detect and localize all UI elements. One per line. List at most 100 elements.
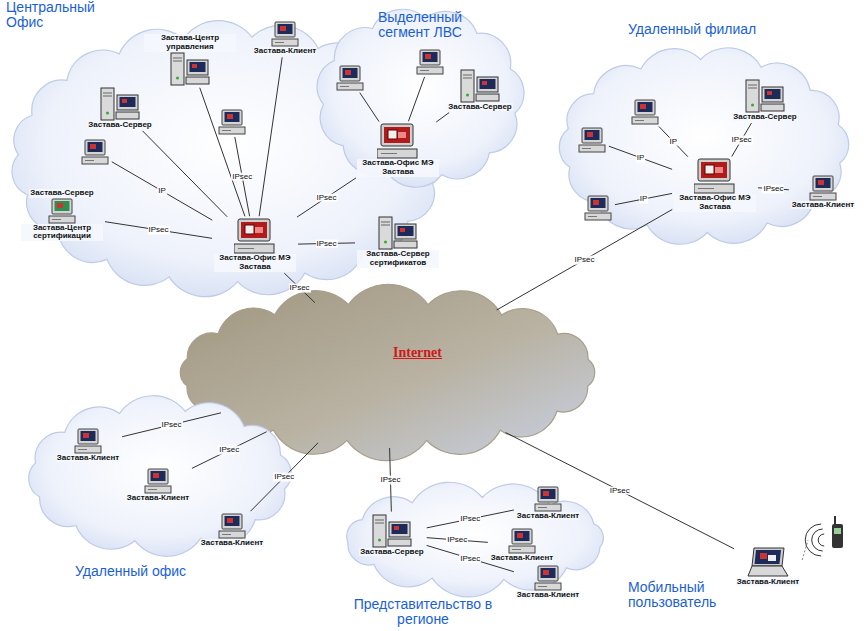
computer-label: Застава-Клиент bbox=[516, 591, 580, 600]
mobile-phone bbox=[832, 516, 843, 548]
protocol-label: IPsec bbox=[609, 486, 631, 495]
workstation-icon bbox=[337, 66, 363, 90]
computer-node: Застава-Офис МЭ Застава bbox=[674, 158, 756, 212]
protocol-label: IPsec bbox=[762, 184, 784, 193]
protocol-label: IPsec bbox=[231, 172, 253, 181]
pc-icon bbox=[270, 21, 300, 47]
computer-label: Застава-Клиент bbox=[490, 554, 554, 563]
region-title: Удаленный офис bbox=[75, 564, 255, 579]
computer-label: Застава-Клиент bbox=[56, 454, 120, 463]
workstation-icon bbox=[417, 50, 443, 74]
workstation-icon bbox=[632, 100, 658, 124]
region-title: Центральный Офис bbox=[6, 0, 116, 31]
computer-label: Застава-Клиент bbox=[253, 47, 317, 56]
computer-node: Застава-Клиент bbox=[736, 546, 800, 587]
cloud-shape bbox=[317, 9, 524, 187]
computer-node: Застава-Сервер bbox=[87, 87, 152, 130]
computer-node: Застава-Клиент bbox=[516, 486, 580, 521]
hub-icon bbox=[377, 123, 419, 159]
protocol-label: IP bbox=[639, 195, 649, 204]
computer-node: Застава-Клиент bbox=[56, 428, 120, 463]
protocol-label: IPsec bbox=[315, 193, 337, 202]
computer-label: Застава-Клиент bbox=[516, 512, 580, 521]
computer-label: Застава-Клиент bbox=[791, 201, 855, 210]
cert-icon bbox=[47, 198, 77, 224]
server-icon bbox=[745, 79, 785, 113]
computer-label: Застава-Офис МЭ Застава bbox=[674, 194, 756, 212]
computer-label: Застава-Офис МЭ Застава bbox=[214, 254, 296, 272]
region-title: Представительство в регионе bbox=[338, 597, 508, 628]
workstation-icon bbox=[579, 128, 605, 152]
protocol-label: IPsec bbox=[731, 135, 753, 144]
pc-icon bbox=[533, 486, 563, 512]
pc-icon bbox=[217, 513, 247, 539]
pc-icon bbox=[533, 565, 563, 591]
computer-node: Застава-Сервер bbox=[359, 514, 424, 557]
computer-node: Застава-Офис МЭ Застава bbox=[357, 123, 439, 177]
computer-label: Застава-Сервер bbox=[87, 121, 152, 130]
radio-link bbox=[802, 540, 808, 560]
computer-label: Застава-Клиент bbox=[200, 539, 264, 548]
protocol-label: IPsec bbox=[147, 226, 169, 235]
region-title: Выделенный сегмент ЛВС bbox=[355, 10, 485, 41]
cloud-shape bbox=[29, 396, 291, 557]
computer-node: Застава-Центр управления bbox=[144, 34, 236, 86]
computer-label: Застава-Клиент bbox=[126, 494, 190, 503]
protocol-label: IPsec bbox=[273, 473, 295, 482]
network-link bbox=[497, 209, 673, 310]
computer-node: Застава-Клиент bbox=[791, 175, 855, 210]
computer-label: Застава-Центр управления bbox=[144, 34, 236, 52]
computer-node: Застава-СерверЗастава-Центр сертификации bbox=[21, 189, 103, 241]
computer-node: Застава-Офис МЭ Застава bbox=[214, 218, 296, 272]
pc-icon bbox=[808, 175, 838, 201]
computer-node: Застава-Клиент bbox=[516, 565, 580, 600]
computer-node: Застава-Клиент bbox=[200, 513, 264, 548]
server-icon bbox=[372, 514, 412, 548]
computer-label: Застава-Клиент bbox=[736, 578, 800, 587]
pc-icon bbox=[507, 528, 537, 554]
hub-icon bbox=[694, 158, 736, 194]
server-icon bbox=[170, 52, 210, 86]
computer-node: Застава-Сервер bbox=[447, 69, 512, 112]
computer-label: Застава-Офис МЭ Застава bbox=[357, 159, 439, 177]
protocol-label: IPsec bbox=[459, 554, 481, 563]
computer-label: Застава-Сервер сертификатов bbox=[357, 250, 439, 268]
radio-wave bbox=[818, 534, 824, 546]
protocol-label: IP bbox=[669, 137, 679, 146]
protocol-label: IPsec bbox=[573, 255, 595, 264]
server-icon bbox=[460, 69, 500, 103]
radio-wave bbox=[812, 529, 823, 551]
user-title: Мобильный пользователь bbox=[628, 580, 743, 611]
computer-node: Застава-Сервер bbox=[732, 79, 797, 122]
pc-icon bbox=[143, 468, 173, 494]
computer-label: Застава-Сервер bbox=[29, 189, 94, 198]
computer-node: Застава-Клиент bbox=[126, 468, 190, 503]
server-icon bbox=[100, 87, 140, 121]
pc-icon bbox=[73, 428, 103, 454]
computer-node: Застава-Клиент bbox=[490, 528, 554, 563]
protocol-label: IPsec bbox=[289, 284, 311, 293]
workstation-icon bbox=[219, 110, 245, 134]
protocol-label: IPsec bbox=[315, 239, 337, 248]
protocol-label: IP bbox=[636, 153, 646, 162]
cloud-shape bbox=[559, 48, 848, 244]
protocol-label: IPsec bbox=[459, 515, 481, 524]
server-icon bbox=[378, 216, 418, 250]
workstation-icon bbox=[82, 140, 108, 164]
computer-label: Застава-Сервер bbox=[732, 113, 797, 122]
protocol-label: IPsec bbox=[446, 536, 468, 545]
hub-icon bbox=[234, 218, 276, 254]
protocol-label: IPsec bbox=[379, 475, 401, 484]
computer-label: Застава-Сервер bbox=[447, 103, 512, 112]
protocol-label: IPsec bbox=[161, 420, 183, 429]
computer-label: Застава-Сервер bbox=[359, 548, 424, 557]
region-title: Удаленный филиал bbox=[628, 22, 778, 37]
computer-label: Застава-Центр сертификации bbox=[21, 224, 103, 242]
laptop-icon bbox=[746, 546, 790, 578]
workstation-icon bbox=[585, 196, 611, 220]
cloud-title: Internet bbox=[393, 345, 493, 360]
computer-node: Застава-Клиент bbox=[253, 21, 317, 56]
protocol-label: IPsec bbox=[218, 446, 240, 455]
protocol-label: IP bbox=[157, 187, 167, 196]
